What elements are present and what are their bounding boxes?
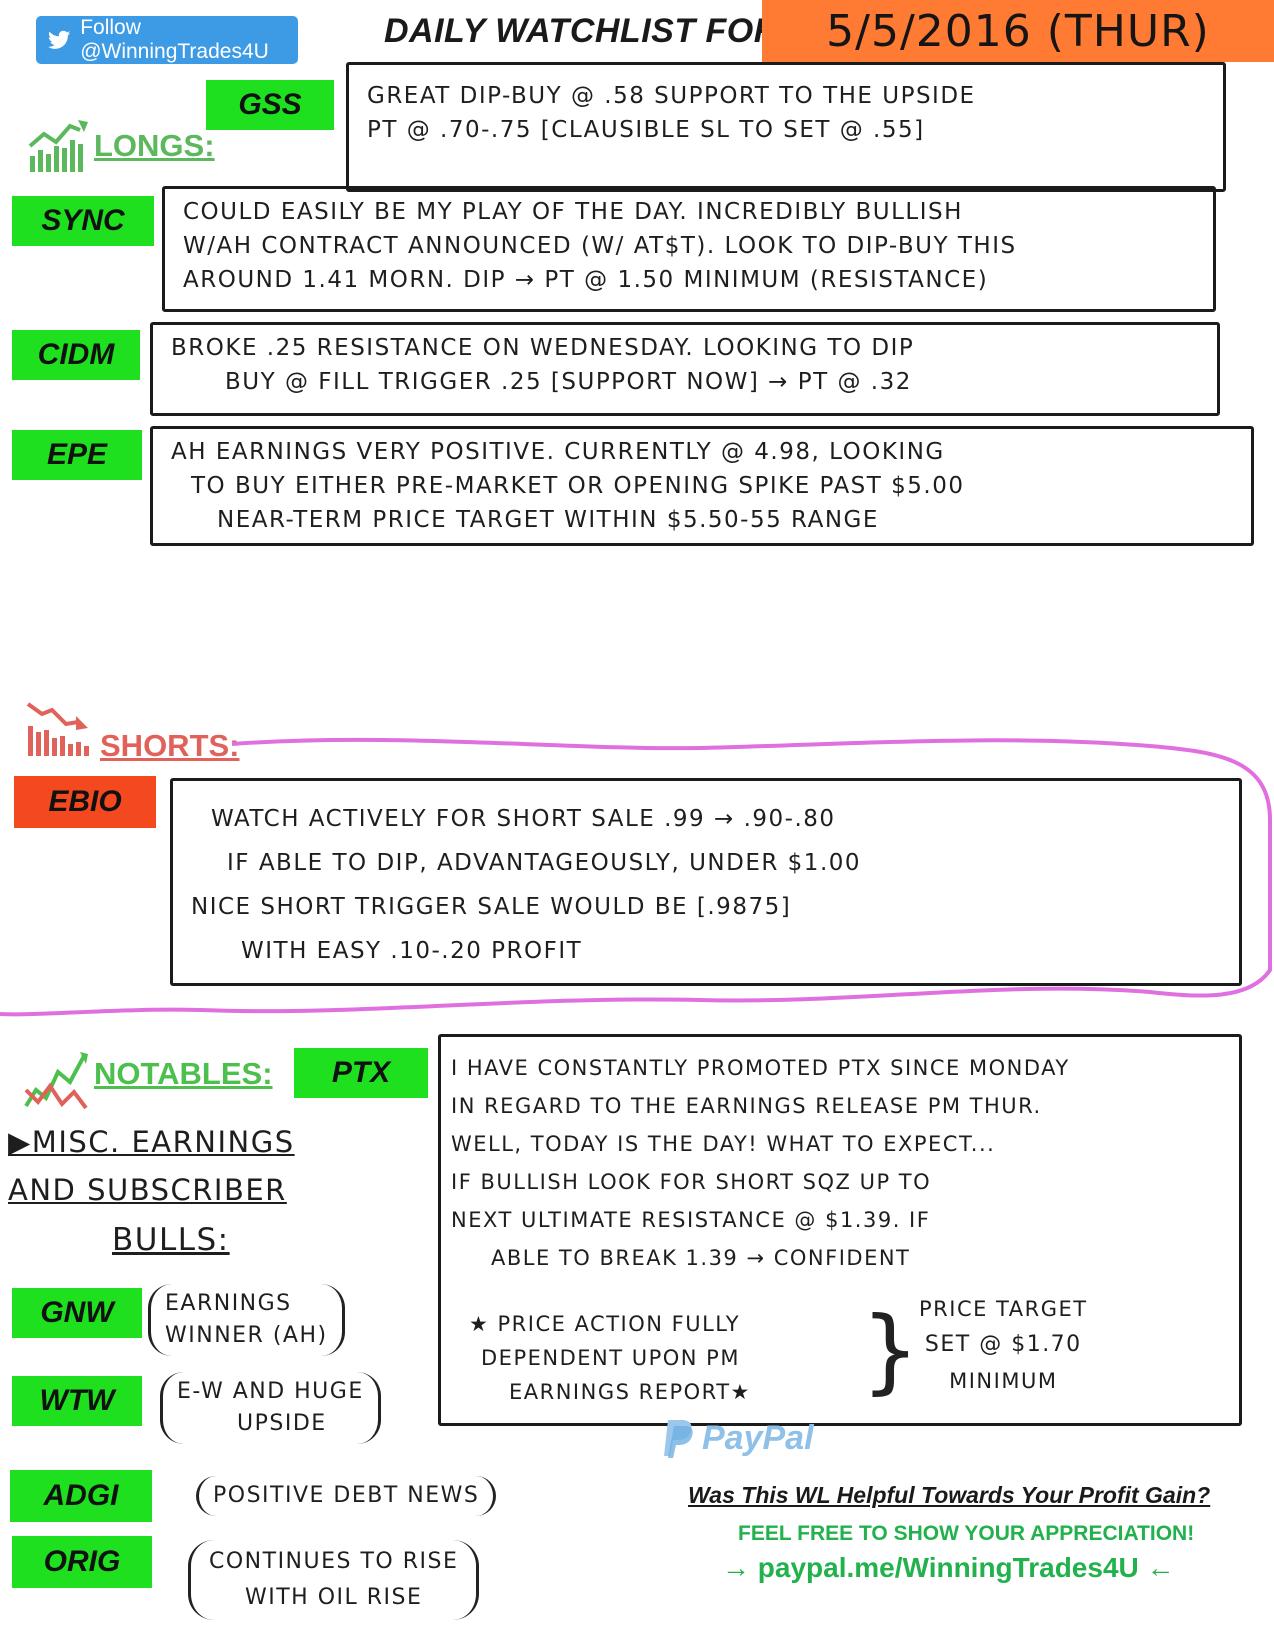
paypal-logo: PayPal bbox=[662, 1418, 814, 1458]
ticker-tag-orig: ORIG bbox=[12, 1536, 152, 1588]
paypal-p-icon bbox=[664, 1420, 693, 1458]
note-line: UPSIDE bbox=[237, 1411, 327, 1436]
paypal-question: Was This WL Helpful Towards Your Profit … bbox=[688, 1482, 1211, 1508]
ticker-tag-gnw: GNW bbox=[12, 1288, 142, 1338]
longs-label: LONGS: bbox=[94, 128, 215, 163]
note-line: TO BUY EITHER PRE-MARKET OR OPENING SPIK… bbox=[191, 473, 965, 499]
paypal-logo-text: PayPal bbox=[702, 1418, 814, 1457]
misc-heading-line: ▶MISC. EARNINGS bbox=[8, 1125, 295, 1159]
note-line: WINNER (AH) bbox=[165, 1323, 328, 1348]
ticker-tag-adgi: ADGI bbox=[10, 1470, 152, 1522]
ticker-tag-wtw: WTW bbox=[12, 1376, 142, 1426]
ticker-tag-ptx: PTX bbox=[294, 1048, 428, 1098]
note-line: IF BULLISH LOOK FOR SHORT SQZ UP TO bbox=[451, 1170, 932, 1194]
note-line: ★ PRICE ACTION FULLY bbox=[469, 1312, 741, 1336]
date-text: 5/5/2016 (THUR) bbox=[826, 5, 1210, 57]
follow-twitter-button[interactable]: Follow @WinningTrades4U bbox=[36, 16, 298, 64]
note-line: WITH EASY .10-.20 PROFIT bbox=[241, 938, 583, 964]
note-line: PRICE TARGET bbox=[919, 1297, 1088, 1321]
notables-label: NOTABLES: bbox=[94, 1056, 273, 1091]
note-box-ptx: I HAVE CONSTANTLY PROMOTED PTX SINCE MON… bbox=[438, 1034, 1242, 1426]
ticker-tag-sync: SYNC bbox=[12, 196, 154, 246]
note-line: WATCH ACTIVELY FOR SHORT SALE .99 → .90-… bbox=[211, 806, 836, 832]
note-line: NICE SHORT TRIGGER SALE WOULD BE [.9875] bbox=[191, 894, 792, 920]
note-line: W/AH CONTRACT ANNOUNCED (W/ AT$T). LOOK … bbox=[183, 233, 1017, 259]
note-line: PT @ .70-.75 [CLAUSIBLE SL TO SET @ .55] bbox=[367, 117, 925, 143]
note-line: GREAT DIP-BUY @ .58 SUPPORT TO THE UPSID… bbox=[367, 83, 976, 109]
follow-label: Follow @WinningTrades4U bbox=[80, 16, 269, 63]
twitter-bird-icon bbox=[48, 30, 71, 49]
ticker-tag-gss: GSS bbox=[206, 80, 334, 130]
note-orig: CONTINUES TO RISE WITH OIL RISE bbox=[188, 1540, 480, 1620]
decline-chart-icon bbox=[26, 702, 89, 756]
note-line: NEAR-TERM PRICE TARGET WITHIN $5.50-55 R… bbox=[217, 507, 879, 533]
note-line: WELL, TODAY IS THE DAY! WHAT TO EXPECT..… bbox=[451, 1132, 996, 1156]
paypal-link[interactable]: → paypal.me/WinningTrades4U ← bbox=[722, 1552, 1175, 1583]
note-wtw: E-W AND HUGE UPSIDE bbox=[160, 1372, 381, 1444]
curly-brace-icon: } bbox=[861, 1297, 920, 1404]
note-line: IF ABLE TO DIP, ADVANTAGEOUSLY, UNDER $1… bbox=[227, 850, 862, 876]
note-line: AROUND 1.41 MORN. DIP → PT @ 1.50 MINIMU… bbox=[183, 267, 989, 293]
ticker-tag-ebio: EBIO bbox=[14, 776, 156, 828]
note-gnw: EARNINGS WINNER (AH) bbox=[148, 1284, 345, 1356]
page-title: DAILY WATCHLIST FOR bbox=[384, 12, 779, 50]
note-adgi: POSITIVE DEBT NEWS bbox=[196, 1476, 497, 1516]
note-line: DEPENDENT UPON PM bbox=[481, 1346, 740, 1370]
note-box-ebio: WATCH ACTIVELY FOR SHORT SALE .99 → .90-… bbox=[170, 778, 1242, 986]
short-section-divider bbox=[0, 737, 1272, 1017]
mixed-chart-icon bbox=[24, 1052, 88, 1110]
note-line: BUY @ FILL TRIGGER .25 [SUPPORT NOW] → P… bbox=[225, 369, 912, 395]
note-line: SET @ $1.70 bbox=[924, 1332, 1082, 1357]
note-line: MINIMUM bbox=[949, 1369, 1058, 1393]
date-banner: 5/5/2016 (THUR) bbox=[762, 0, 1274, 62]
note-line: I HAVE CONSTANTLY PROMOTED PTX SINCE MON… bbox=[451, 1056, 1070, 1080]
growth-chart-icon bbox=[28, 120, 88, 172]
paypal-appreciation: FEEL FREE TO SHOW YOUR APPRECIATION! bbox=[738, 1522, 1195, 1545]
note-line: ABLE TO BREAK 1.39 → CONFIDENT bbox=[491, 1246, 911, 1270]
ticker-tag-epe: EPE bbox=[12, 430, 142, 480]
note-line: E-W AND HUGE bbox=[177, 1379, 364, 1404]
note-box-gss: GREAT DIP-BUY @ .58 SUPPORT TO THE UPSID… bbox=[346, 62, 1226, 192]
note-line: POSITIVE DEBT NEWS bbox=[213, 1483, 480, 1508]
misc-earnings-heading: ▶MISC. EARNINGS AND SUBSCRIBER BULLS: bbox=[8, 1118, 348, 1266]
note-line: WITH OIL RISE bbox=[245, 1585, 423, 1610]
note-line: CONTINUES TO RISE bbox=[209, 1549, 459, 1574]
note-box-epe: AH EARNINGS VERY POSITIVE. CURRENTLY @ 4… bbox=[150, 426, 1254, 546]
note-box-sync: COULD EASILY BE MY PLAY OF THE DAY. INCR… bbox=[162, 186, 1216, 312]
misc-heading-line: BULLS: bbox=[112, 1222, 230, 1258]
note-line: COULD EASILY BE MY PLAY OF THE DAY. INCR… bbox=[183, 199, 963, 225]
note-line: EARNINGS REPORT★ bbox=[509, 1380, 751, 1404]
note-box-cidm: BROKE .25 RESISTANCE ON WEDNESDAY. LOOKI… bbox=[150, 322, 1220, 416]
ptx-note: ★ PRICE ACTION FULLY DEPENDENT UPON PM E… bbox=[469, 1307, 751, 1409]
note-line: IN REGARD TO THE EARNINGS RELEASE PM THU… bbox=[451, 1094, 1042, 1118]
note-line: AH EARNINGS VERY POSITIVE. CURRENTLY @ 4… bbox=[171, 439, 945, 465]
shorts-label: SHORTS: bbox=[100, 728, 240, 763]
misc-heading-line: AND SUBSCRIBER bbox=[8, 1173, 287, 1207]
note-line: EARNINGS bbox=[165, 1291, 292, 1316]
note-line: BROKE .25 RESISTANCE ON WEDNESDAY. LOOKI… bbox=[171, 335, 915, 361]
ticker-tag-cidm: CIDM bbox=[12, 330, 140, 380]
note-line: NEXT ULTIMATE RESISTANCE @ $1.39. IF bbox=[451, 1208, 931, 1232]
ptx-target: PRICE TARGET SET @ $1.70 MINIMUM bbox=[919, 1291, 1088, 1399]
